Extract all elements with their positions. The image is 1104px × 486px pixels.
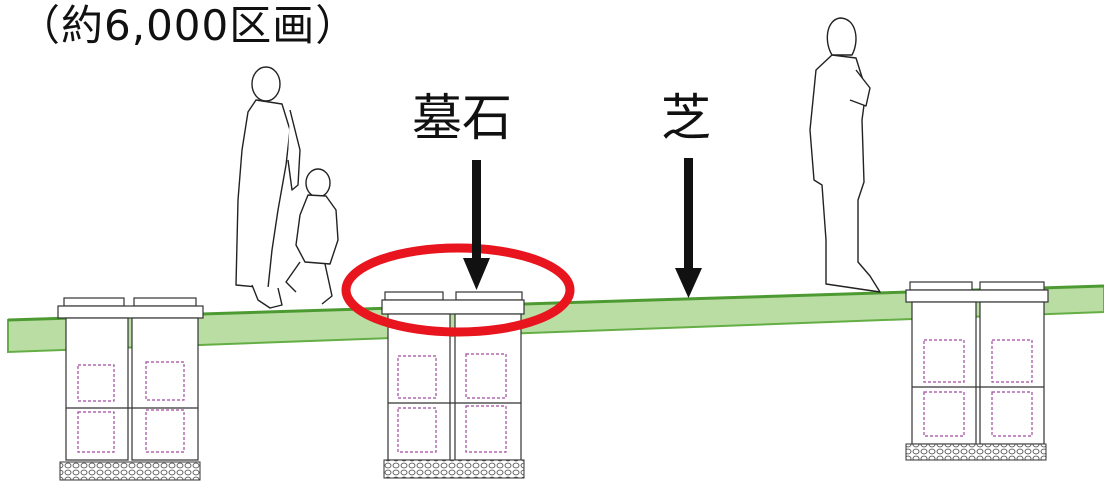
lawn-label: 芝: [661, 89, 711, 147]
gravel-base-right: [905, 443, 1047, 461]
diagram-heading: （約6,000区画）: [18, 1, 359, 50]
gravestone-arrow: [463, 160, 490, 290]
person-with-child-figure: [235, 66, 339, 309]
lawn-arrow: [675, 158, 702, 298]
grave-unit-left: [57, 297, 204, 461]
gravel-base-middle: [383, 459, 525, 479]
gravel-base-left: [59, 461, 201, 481]
gravestone-label: 墓石: [412, 89, 512, 147]
grave-unit-middle: [381, 291, 525, 461]
highlight-ring: [341, 243, 575, 337]
standing-person-figure: [809, 17, 881, 293]
